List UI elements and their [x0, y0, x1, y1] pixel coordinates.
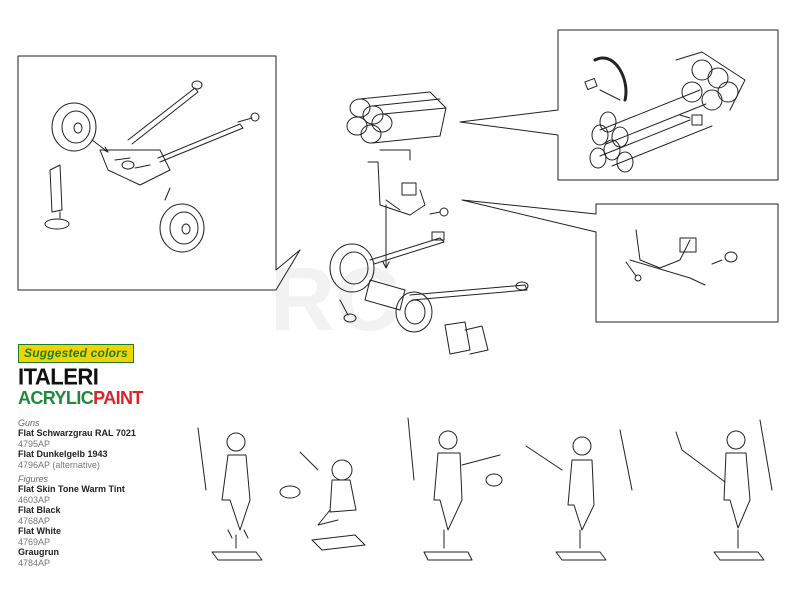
figure-2	[279, 451, 366, 551]
color-code: 4796AP	[18, 460, 50, 470]
italeri-acrylic-paint-logo: ITALERI ACRYLICPAINT	[18, 363, 208, 407]
figures-row	[197, 417, 773, 561]
brand-paint: PAINT	[93, 388, 143, 408]
color-code: 4784AP	[18, 558, 51, 568]
color-name: Flat Skin Tone Warm Tint	[18, 484, 125, 494]
detail-panel-mount	[461, 199, 779, 323]
color-name: Graugrun	[18, 547, 60, 557]
color-name: Flat White	[18, 526, 61, 536]
figure-1	[197, 427, 263, 561]
suggested-colors-legend: Suggested colors ITALERI ACRYLICPAINT Gu…	[18, 344, 208, 568]
figure-4	[525, 429, 633, 561]
group-title-guns: Guns	[18, 418, 40, 428]
color-code-line: 4796AP (alternative)	[18, 460, 208, 470]
detail-panel-rocket-tubes	[459, 29, 779, 181]
color-code: 4768AP	[18, 516, 51, 526]
brand-acrylic-paint: ACRYLICPAINT	[18, 389, 208, 407]
watermark-text: RC	[270, 250, 400, 350]
color-note: (alternative)	[52, 460, 100, 470]
color-code: 4795AP	[18, 439, 51, 449]
figure-5	[675, 419, 773, 561]
color-name: Flat Dunkelgelb 1943	[18, 449, 108, 459]
detail-panel-carriage	[17, 55, 301, 291]
watermark-logo: RC	[270, 250, 400, 350]
main-gun-assembly	[329, 91, 529, 355]
brand-italeri: ITALERI	[18, 363, 99, 390]
color-name: Flat Black	[18, 505, 61, 515]
figure-3	[407, 417, 503, 561]
color-code: 4769AP	[18, 537, 51, 547]
color-code: 4603AP	[18, 495, 51, 505]
color-name: Flat Schwarzgrau RAL 7021	[18, 428, 136, 438]
brand-acrylic: ACRYLIC	[18, 388, 94, 408]
group-title-figures: Figures	[18, 474, 49, 484]
suggested-colors-badge: Suggested colors	[18, 344, 134, 363]
